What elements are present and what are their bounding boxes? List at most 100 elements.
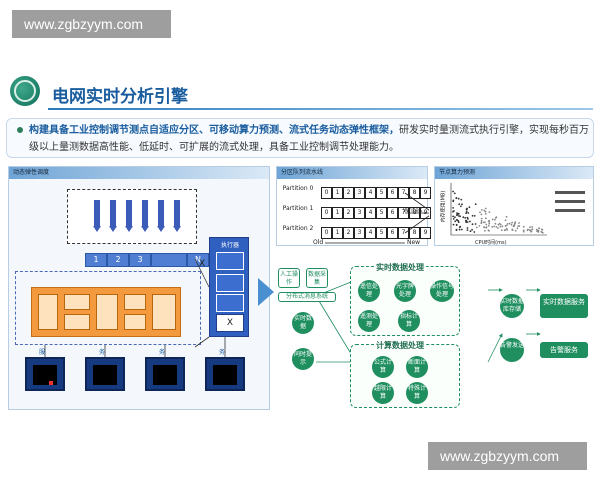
compute-prediction-title: 节点算力预测 (435, 167, 593, 179)
scatter-point (464, 217, 467, 219)
scatter-point (506, 223, 509, 225)
scatter-point (452, 207, 454, 209)
scatter-point (456, 212, 458, 214)
scatter-point (522, 225, 525, 228)
partition-pipeline-title: 分区队列流水线 (277, 167, 427, 179)
server-label: 务 (159, 349, 166, 356)
scatter-point (466, 229, 469, 231)
task-area (31, 287, 181, 337)
scatter-point (495, 226, 498, 228)
flow-input-node: 实时数据 (292, 312, 314, 334)
scatter-point (475, 226, 478, 229)
scatter-point (505, 227, 508, 230)
scatter-point (483, 226, 485, 229)
scatter-point (511, 221, 513, 224)
scatter-point (466, 207, 468, 210)
feed-arrow-icon (173, 226, 181, 232)
scatter-point (466, 227, 469, 229)
feed-arrow-icon (125, 226, 133, 232)
scatter-point (479, 211, 481, 214)
server-icon (25, 357, 65, 391)
watermark-bottom: www.zgbzyym.com (428, 442, 587, 470)
scatter-point (527, 228, 529, 231)
writes-arrow (404, 215, 429, 234)
scatter-point (491, 226, 494, 228)
queue-cell: 9 (420, 187, 431, 199)
scatter-point (494, 217, 497, 219)
output-node: 实时数据服务 (540, 294, 588, 318)
scatter-point (453, 192, 456, 195)
scatter-point (478, 225, 481, 227)
queue-cell: 1 (332, 207, 343, 219)
scatter-xlabel: CPU时间(ms) (475, 240, 507, 246)
queue-cell: 2 (343, 207, 354, 219)
realtime-node: 遥信处理 (358, 280, 380, 302)
scatter-point (536, 230, 538, 233)
flow-connectors (315, 279, 541, 364)
feed-bar (94, 200, 100, 226)
scatter-point (457, 197, 460, 200)
scatter-ylabel: 内存使用(MB) (440, 190, 447, 223)
queue-cell: 6 (387, 207, 398, 219)
partition-queue-row: 0 1 2 3 4 5 6 7 8 9 (321, 187, 431, 199)
description-rest: 研发实时量测流式执行引擎，实现每秒百万级以上量测数据高性能、低延时、可扩展的流式… (29, 125, 589, 153)
scatter-point (531, 228, 534, 231)
scatter-point (514, 221, 517, 223)
queue-cell: 4 (365, 187, 376, 199)
scatter-point (501, 225, 504, 228)
scatter-point (513, 224, 516, 227)
old-label: Old (313, 239, 324, 246)
scatter-point (538, 227, 540, 230)
queue-cell: 5 (376, 227, 387, 239)
elastic-scheduling-panel: 动态弹性调度 1 2 3 N (8, 166, 270, 410)
scatter-point (456, 218, 458, 221)
flow-arrow (487, 333, 503, 363)
scatter-point (455, 228, 458, 231)
scatter-point (452, 190, 454, 193)
partition-cell (151, 253, 187, 267)
executor-slot (216, 252, 244, 270)
scatter-point (464, 219, 467, 222)
scatter-point (494, 218, 496, 221)
scatter-point (480, 217, 483, 220)
scatter-point (473, 231, 476, 233)
task-block (64, 294, 90, 310)
partition-cell: N (187, 253, 209, 267)
queue-cell: 7 (398, 227, 409, 239)
scatter-point (460, 198, 463, 201)
queue-cell: 5 (376, 207, 387, 219)
scatter-point (491, 218, 494, 221)
scatter-point (514, 229, 517, 232)
scatter-point (469, 220, 471, 223)
queue-cell: 8 (409, 227, 420, 239)
queue-cell: 3 (354, 207, 365, 219)
server-label: 务 (99, 349, 106, 356)
executor-slot (216, 274, 244, 292)
scatter-point (494, 222, 497, 225)
flow-input-node: 数据采集 (306, 268, 328, 288)
flow-input-node: 人工操作 (278, 268, 300, 288)
partition-arrows (325, 192, 429, 244)
feed-arrow-icon (93, 226, 101, 232)
merge-node: 实时数据库存储 (500, 294, 524, 318)
scatter-point (537, 229, 540, 232)
scatter-point (452, 199, 455, 202)
realtime-processing-title: 实时数据处理 (374, 262, 426, 273)
scatter-point (473, 215, 476, 217)
server-icon (85, 357, 125, 391)
scatter-point (460, 228, 463, 231)
scatter-point (452, 210, 454, 213)
partition-label: Partition 2 (282, 225, 314, 232)
task-block (124, 294, 146, 310)
scatter-point (517, 225, 520, 227)
server-icon (145, 357, 185, 391)
scatter-point (465, 221, 468, 224)
realtime-node: 光字牌处理 (394, 280, 416, 302)
scatter-point (485, 226, 487, 229)
scatter-point (511, 228, 514, 231)
scatter-point (529, 229, 532, 232)
scatter-point (452, 215, 454, 218)
scatter-point (493, 225, 495, 228)
scatter-point (500, 229, 503, 231)
partition-pipeline-panel: 分区队列流水线 Partition 0 0 1 2 3 4 5 6 7 8 9 … (276, 166, 431, 246)
